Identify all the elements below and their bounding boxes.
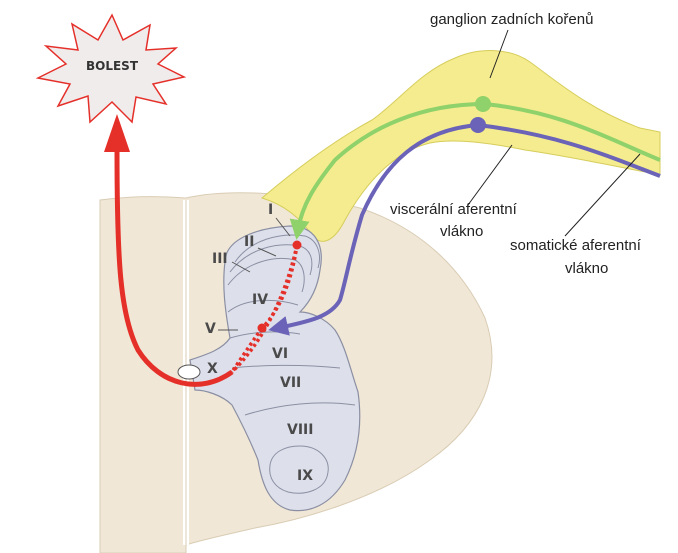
visceral-fiber-label-1: viscerální aferentní — [390, 201, 518, 218]
lamina-VI-label: VI — [272, 346, 288, 362]
lamina-III-label: III — [212, 251, 228, 267]
central-canal — [178, 365, 200, 379]
somatic-fiber-label-2: vlákno — [565, 260, 608, 277]
lamina-VII-label: VII — [280, 375, 301, 391]
pain-burst-label: BOLEST — [86, 59, 139, 73]
lamina-IX-label: IX — [297, 468, 313, 484]
neuron-lamina-V — [258, 324, 267, 333]
ganglion-label: ganglion zadních kořenů — [430, 11, 593, 28]
somatic-ganglion-cell — [470, 117, 486, 133]
neuron-lamina-I — [293, 241, 302, 250]
lamina-IV-label: IV — [252, 292, 268, 308]
lamina-II-label: II — [244, 234, 254, 250]
somatic-fiber-label-1: somatické aferentní — [510, 237, 642, 254]
lamina-I-label: I — [268, 202, 273, 218]
visceral-ganglion-cell — [475, 96, 491, 112]
pain-arrowhead — [104, 114, 130, 152]
lamina-VIII-label: VIII — [287, 422, 313, 438]
lamina-X-label: X — [207, 361, 218, 377]
lamina-V-label: V — [205, 321, 216, 337]
visceral-fiber-label-2: vlákno — [440, 223, 483, 240]
